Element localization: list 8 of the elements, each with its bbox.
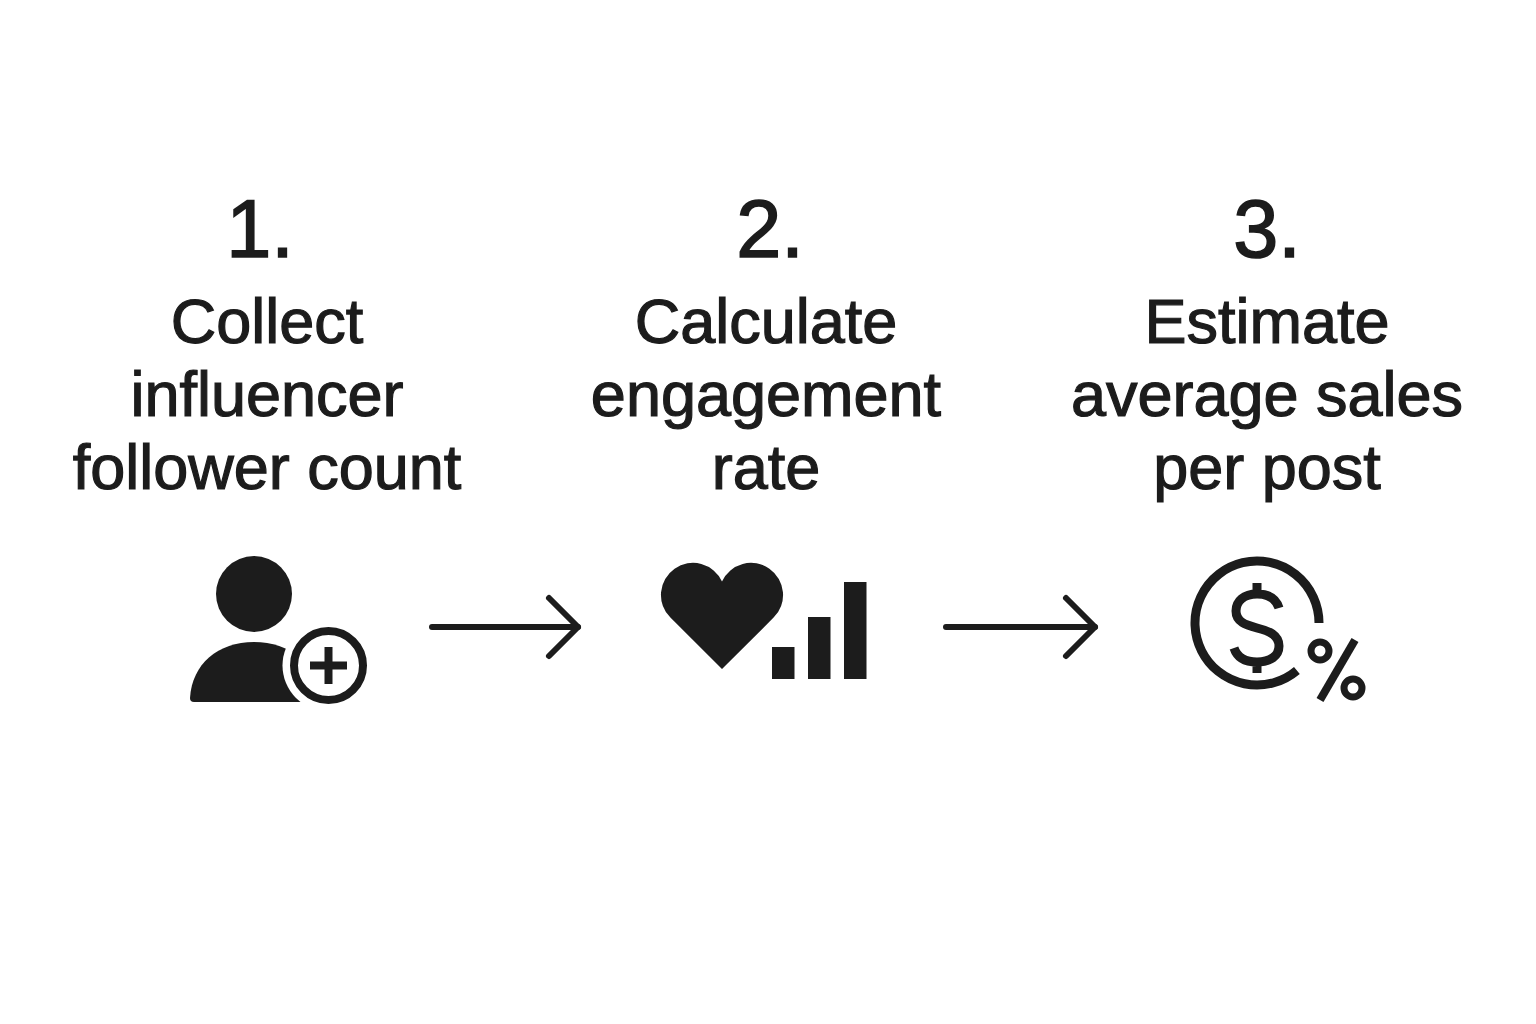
arrow <box>429 595 581 659</box>
arrow <box>943 595 1098 659</box>
step-number: 1. <box>225 189 295 270</box>
step-number: 2. <box>735 189 805 270</box>
step-description: Calculate engagement rate <box>589 285 943 504</box>
step-description: Estimate average sales per post <box>1069 285 1465 504</box>
step-description: Collect influencer follower count <box>71 285 463 504</box>
step-number: 3. <box>1232 189 1302 270</box>
